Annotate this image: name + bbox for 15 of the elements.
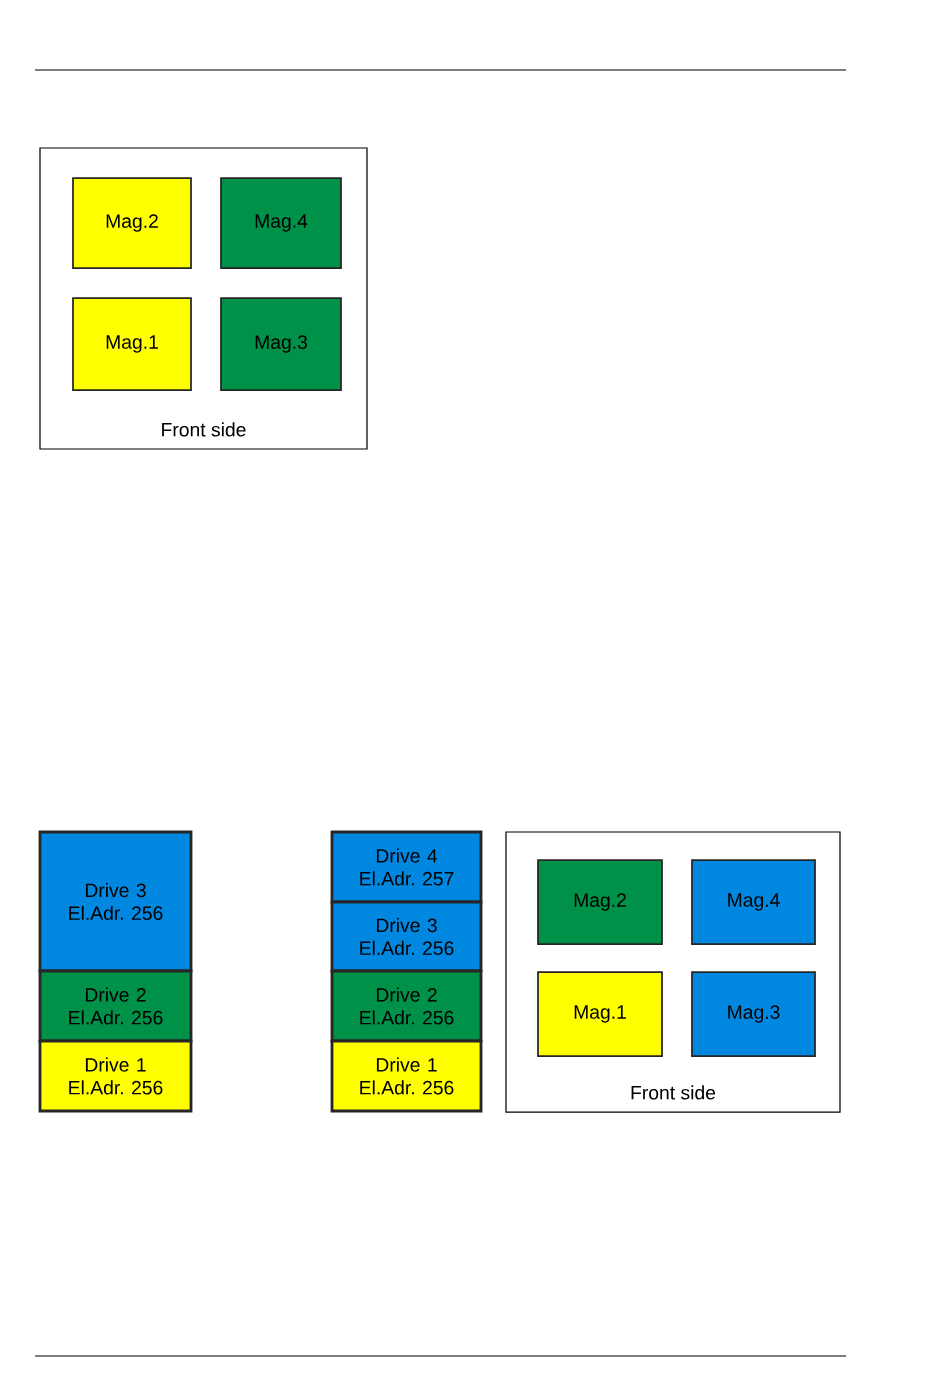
magazine-box: Mag.4 [691,859,816,945]
drive-box: Drive 2 El.Adr. 256 [330,969,483,1043]
magazine-box: Mag.2 [537,859,663,945]
drive-box: Drive 3 El.Adr. 256 [38,830,193,973]
drive-box: Drive 4 El.Adr. 257 [330,830,483,904]
magazine-box: Mag.1 [72,297,192,391]
drive-box: Drive 1 El.Adr. 256 [38,1039,193,1113]
magazine-box: Mag.4 [220,177,342,269]
magazine-box: Mag.1 [537,971,663,1057]
magazine-box: Mag.3 [220,297,342,391]
magazine-box: Mag.2 [72,177,192,269]
drive-box: Drive 1 El.Adr. 256 [330,1039,483,1113]
magazine-box: Mag.3 [691,971,816,1057]
drive-box: Drive 2 El.Adr. 256 [38,969,193,1043]
drive-box: Drive 3 El.Adr. 256 [330,900,483,973]
